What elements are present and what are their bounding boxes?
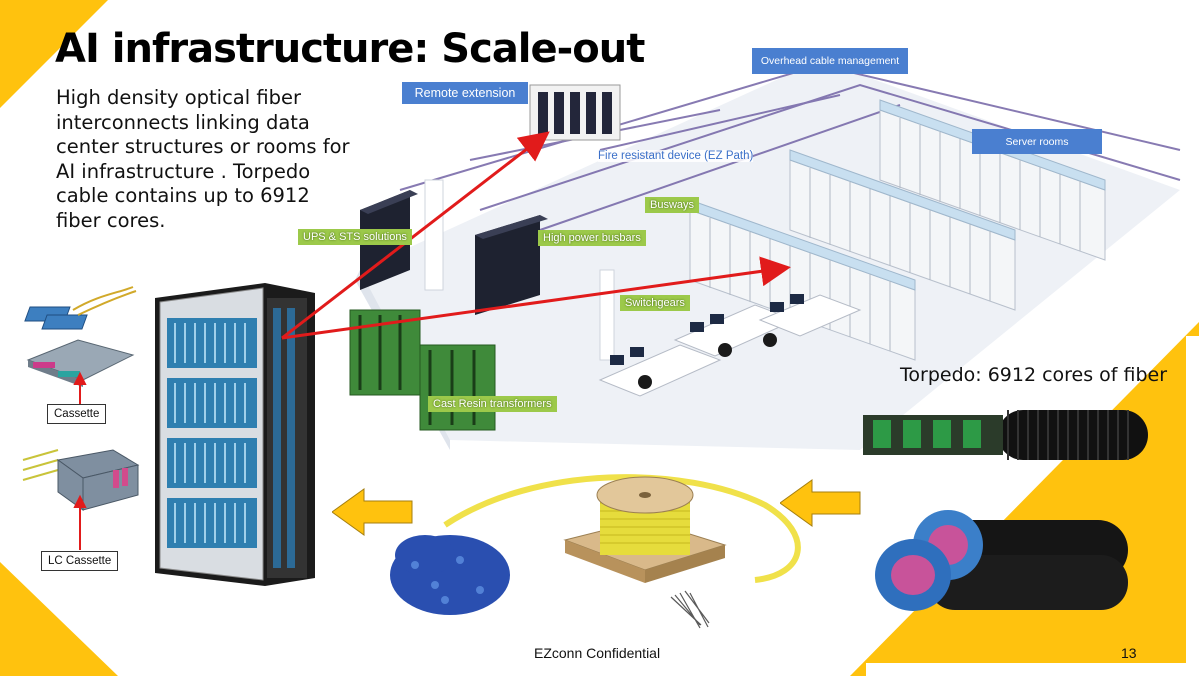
label-high-power-busbars: High power busbars — [538, 230, 646, 246]
page-number: 13 — [1121, 645, 1137, 661]
slide-title: AI infrastructure: Scale-out — [55, 26, 645, 72]
lc-cassette-image — [22, 449, 140, 511]
label-ups-sts: UPS & STS solutions — [298, 229, 412, 245]
label-server-rooms: Server rooms — [972, 129, 1102, 154]
label-fire-resistant: Fire resistant device (EZ Path) — [598, 150, 754, 162]
label-switchgears: Switchgears — [620, 295, 690, 311]
torpedo-title: Torpedo: 6912 cores of fiber — [900, 364, 1168, 386]
torpedo-cable-image — [863, 410, 1148, 611]
cassette-label: Cassette — [47, 404, 107, 424]
left-arrow-2 — [780, 479, 861, 527]
left-arrow-1 — [332, 488, 413, 536]
fiber-rack-image — [155, 283, 315, 586]
label-overhead-cable: Overhead cable management — [752, 48, 908, 74]
slide-description: High density optical fiber interconnects… — [56, 86, 350, 232]
fiber-spool-image — [390, 474, 801, 629]
label-remote-extension: Remote extension — [402, 82, 528, 104]
label-busways: Busways — [645, 197, 700, 213]
cassette-image — [24, 286, 137, 387]
label-cast-resin: Cast Resin transformers — [428, 396, 557, 412]
lc-cassette-label: LC Cassette — [41, 551, 119, 571]
remote-rack — [529, 84, 621, 141]
footer-confidential: EZconn Confidential — [534, 645, 661, 661]
cassette-connectors — [73, 371, 87, 550]
